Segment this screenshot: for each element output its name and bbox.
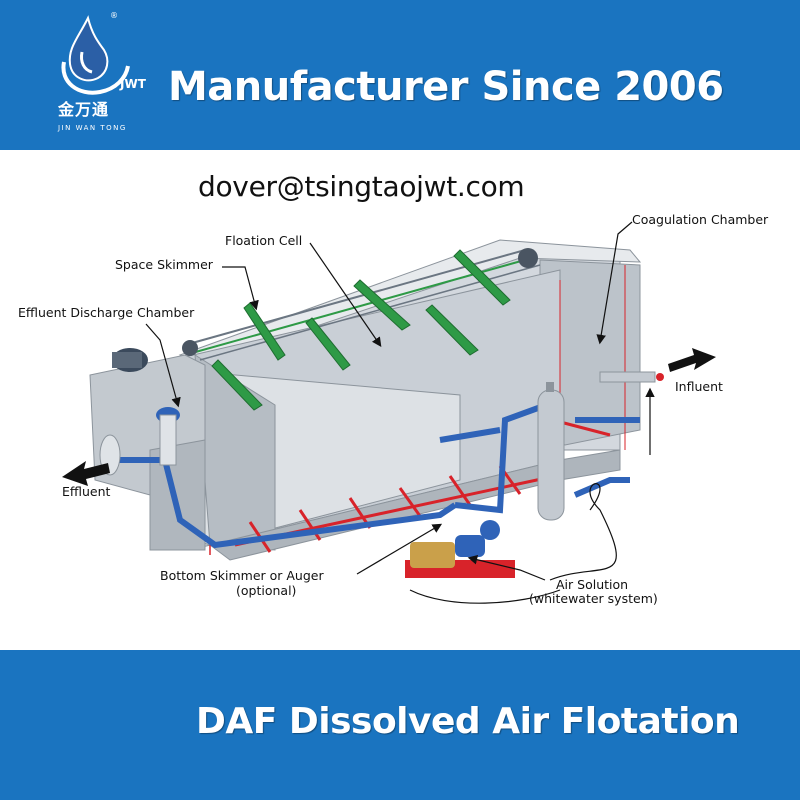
jwt-logo-icon: ® JWT bbox=[61, 12, 147, 95]
contact-email: dover@tsingtaojwt.com bbox=[198, 170, 525, 203]
air-solution-pointer bbox=[549, 483, 617, 581]
callout-arrows bbox=[145, 221, 655, 581]
header-headline: Manufacturer Since 2006 bbox=[168, 64, 724, 110]
logo-chinese-text: 金万通 bbox=[58, 100, 110, 119]
skimmer-chain bbox=[182, 248, 541, 361]
logo-english-text: JIN WAN TONG bbox=[58, 124, 127, 132]
piping bbox=[110, 397, 640, 549]
label-space-skimmer: Space Skimmer bbox=[115, 257, 213, 272]
label-influent: Influent bbox=[675, 379, 723, 394]
skimmer-drive-motor bbox=[112, 348, 148, 372]
logo-mark-text: JWT bbox=[119, 77, 147, 91]
effluent-flow-arrow bbox=[62, 461, 110, 486]
footer-band bbox=[0, 650, 800, 800]
label-floation-cell: Floation Cell bbox=[225, 233, 303, 248]
label-bottom-skimmer-note: (optional) bbox=[236, 583, 297, 598]
label-air-solution: Air Solution bbox=[556, 577, 629, 592]
pump-skid bbox=[405, 520, 515, 578]
daf-diagram bbox=[62, 221, 716, 604]
tank-body bbox=[89, 239, 642, 561]
label-bottom-skimmer: Bottom Skimmer or Auger bbox=[160, 568, 324, 583]
label-air-solution-note: (whitewater system) bbox=[529, 591, 658, 606]
influent-flow-arrow bbox=[668, 348, 716, 372]
skimmer-flights bbox=[211, 249, 511, 411]
footer-headline: DAF Dissolved Air Flotation bbox=[196, 701, 740, 742]
flow-arrows bbox=[62, 348, 716, 486]
label-coagulation-chamber: Coagulation Chamber bbox=[632, 212, 769, 227]
header-band bbox=[0, 0, 800, 150]
svg-text:®: ® bbox=[110, 12, 118, 20]
label-effluent: Effluent bbox=[62, 484, 111, 499]
influent-inlet bbox=[599, 371, 664, 383]
saturation-tank bbox=[537, 382, 565, 521]
label-effluent-discharge-chamber: Effluent Discharge Chamber bbox=[18, 305, 195, 320]
